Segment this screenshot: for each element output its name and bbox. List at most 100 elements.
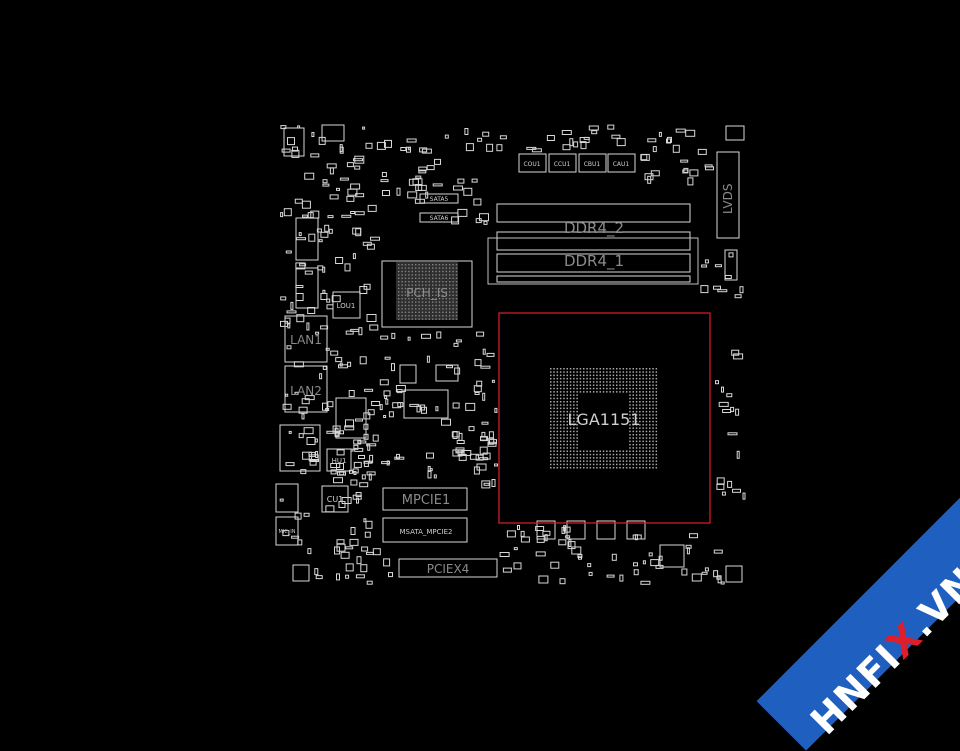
pad [487,441,497,447]
socket-pin [586,453,588,456]
pad [315,575,323,580]
pad [356,497,359,504]
socket-pin [569,434,572,436]
socket-pin [556,443,559,446]
pad [318,239,323,243]
connector [283,127,305,157]
pad [292,146,298,152]
socket-pin [602,450,605,452]
socket-pin [579,450,582,452]
connector [626,520,646,540]
socket-pin [635,410,638,413]
socket-pin [619,450,621,452]
socket-pin [606,460,608,462]
pad [499,135,507,140]
socket-pin [619,374,621,377]
pad [427,465,431,472]
socket-pin [576,401,578,403]
socket-pin [573,394,575,396]
socket-pin [655,427,658,429]
socket-pin [559,417,562,419]
socket-pin [592,374,595,377]
pad [367,409,375,416]
socket-pin [642,384,644,386]
socket-pin [550,407,552,410]
cpu-socket-outline[interactable] [498,312,711,524]
socket-pin [569,377,572,380]
pad [339,471,345,476]
socket-pin [635,437,638,439]
socket-pin [576,434,578,436]
pad [314,568,319,576]
pad [588,571,593,576]
socket-pin [556,453,559,456]
socket-pin [569,463,572,466]
socket-pin [553,437,555,439]
socket-pin [629,410,631,413]
socket-pin [566,420,568,423]
socket-pin [655,394,658,396]
socket-pin [566,371,568,373]
pad [464,128,469,135]
pad [280,320,288,327]
socket-pin [652,430,654,433]
pad [565,535,571,539]
socket-pin [612,453,615,456]
pad [486,352,495,357]
socket-pin [655,447,658,449]
socket-pin [559,463,562,466]
socket-pin [625,374,628,377]
socket-pin [632,434,634,436]
socket-pin [632,450,634,452]
socket-pin [586,374,588,377]
socket-pin [550,377,552,380]
pad [735,408,740,416]
pad [489,439,497,445]
socket-pin [652,394,654,396]
socket-pin [632,437,634,439]
socket-pin [579,384,582,386]
socket-pin [616,374,618,377]
socket-pin [583,384,585,386]
socket-pin [592,457,595,459]
socket-pin [563,414,565,416]
pad [380,335,389,340]
socket-pin [652,371,654,373]
socket-pin [589,371,592,373]
pad [383,415,387,418]
pad [356,556,362,565]
socket-pin [632,427,634,429]
pad [685,544,692,549]
cu1-label: CU1 [327,495,344,504]
socket-pin [616,377,618,380]
socket-pin [586,384,588,386]
pad [384,356,391,360]
pad [358,455,365,459]
pad [366,443,377,447]
socket-pin [566,424,568,426]
component-pads [275,124,746,585]
socket-pin [649,460,651,462]
socket-pin [563,450,565,452]
pad [580,141,587,150]
socket-pin [550,457,552,459]
socket-pin [556,404,559,406]
socket-pin [616,453,618,456]
socket-pin [652,420,654,423]
socket-pin [596,368,598,370]
pad [727,432,738,436]
pad [363,461,369,467]
pad [476,331,485,337]
pad [689,169,699,177]
socket-pin [629,384,631,386]
socket-pin [645,424,648,426]
pad [352,227,362,235]
socket-pin [645,440,648,443]
socket-pin [559,457,562,459]
socket-pin [550,420,552,423]
pad [354,211,365,216]
socket-pin [576,387,578,390]
socket-pin [586,381,588,383]
socket-pin [556,401,559,403]
